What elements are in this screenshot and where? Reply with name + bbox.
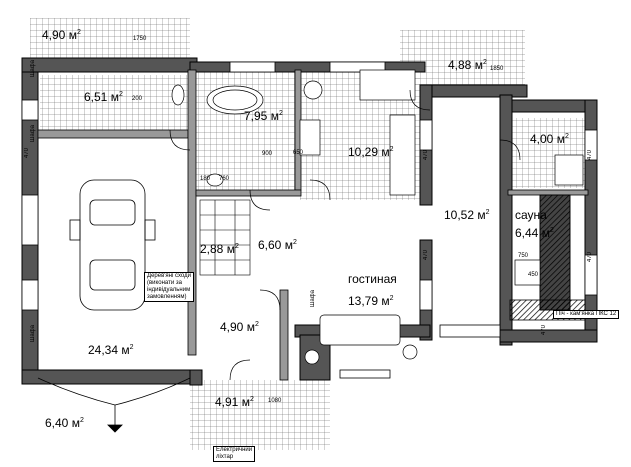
room-area-bathroom-left: 6,51 м2 <box>84 90 123 104</box>
room-name-sauna: сауна <box>515 208 547 222</box>
room-area-shower: 4,00 м2 <box>530 132 569 146</box>
room-area-bathroom-center: 7,95 м2 <box>244 109 283 123</box>
dimension-label: 470 <box>423 150 429 161</box>
staircase <box>199 199 251 276</box>
wardrobe-label: Шафа <box>30 60 36 78</box>
car <box>69 179 156 311</box>
room-area-entry: 4,90 м2 <box>220 320 259 334</box>
wardrobe-label: Шафа <box>30 125 36 143</box>
stove-note: Піч - кам'янка ПКС 12 <box>553 310 620 319</box>
dimension-label: 760 <box>219 176 230 182</box>
wardrobe-label: Шафа <box>30 325 36 343</box>
room-area-porch: 4,91 м2 <box>215 395 254 409</box>
wardrobe-label: Шафа <box>310 290 316 308</box>
dimension-label: 1080 <box>268 398 282 404</box>
dimension-label: 650 <box>293 150 304 156</box>
doors <box>169 89 521 381</box>
dimension-label: 470 <box>423 250 429 261</box>
room-area-hall: 10,52 м2 <box>444 208 490 222</box>
dimension-label: 1750 <box>133 36 147 42</box>
room-area-balcony-top-left: 4,90 м2 <box>42 28 81 42</box>
dimension-label: 470 <box>541 325 547 336</box>
windows <box>21 61 598 379</box>
room-area-garage: 24,34 м2 <box>88 343 134 357</box>
room-area-driveway: 6,40 м2 <box>45 416 84 430</box>
dimension-label: 1850 <box>490 66 504 72</box>
inner-walls <box>37 69 589 381</box>
dimension-label: 470 <box>24 148 30 159</box>
dimension-label: 200 <box>132 96 143 102</box>
room-area-stairs: 2,88 м2 <box>200 242 239 256</box>
dimension-label: 470 <box>587 252 593 263</box>
room-area-sauna: 6,44 м2 <box>515 226 554 240</box>
lamp-note: Електричний ліхтар <box>213 446 256 462</box>
room-area-corridor: 6,60 м2 <box>258 238 297 252</box>
fixtures <box>171 69 584 365</box>
garage-door-arcs <box>37 377 191 433</box>
dimension-label: 450 <box>528 272 539 278</box>
dimension-label: 180 <box>200 176 211 182</box>
room-area-living: 13,79 м2 <box>348 294 394 308</box>
room-name-living: гостиная <box>348 272 397 286</box>
room-area-kitchen: 10,29 м2 <box>348 145 394 159</box>
dimension-label: 470 <box>587 150 593 161</box>
room-area-balcony-top-right: 4,88 м2 <box>448 58 487 72</box>
dimension-label: 900 <box>262 151 273 157</box>
stairs-note: Дерев'яні сходи (виконати за індивідуаль… <box>144 272 194 302</box>
dimension-label: 750 <box>518 253 529 259</box>
